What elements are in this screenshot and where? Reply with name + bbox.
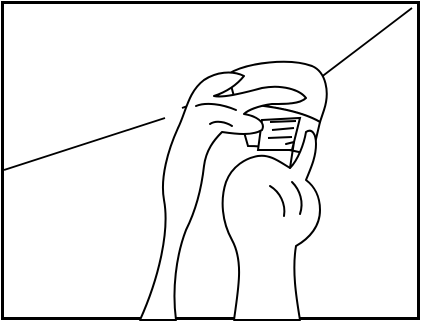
line-art-illustration bbox=[0, 0, 422, 322]
illustration-canvas bbox=[0, 0, 422, 322]
